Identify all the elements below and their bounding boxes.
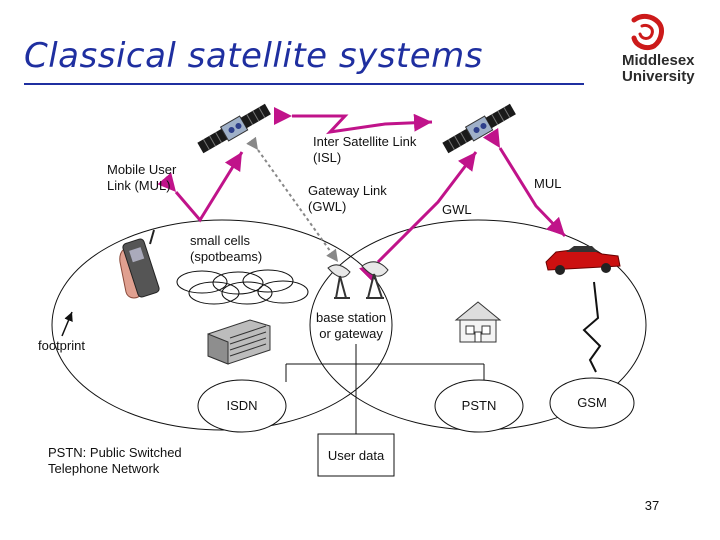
page-number: 37 [645,498,659,513]
isdn-label: ISDN [226,398,257,413]
mul-left-label: Mobile User Link (MUL) [107,162,177,193]
user-data-box [317,433,395,477]
pstn-label: PSTN [462,398,497,413]
isdn-oval [197,379,287,433]
office-building-icon [207,319,271,365]
car-icon [545,246,621,275]
title-underline [24,83,584,85]
small-cells-label: small cells (spotbeams) [190,233,263,264]
university-logo-text: Middlesex University [622,53,695,85]
gsm-oval [549,377,635,429]
isl-label: Inter Satellite Link (ISL) [313,134,417,165]
footprint-arrow [61,311,73,337]
university-logo-icon [631,13,664,51]
slide-title: Classical satellite systems [24,36,484,76]
logo-line-2: University [622,68,695,85]
gwl-dashed-link [246,136,339,263]
logo-line-1: Middlesex [622,52,695,69]
satellite-right-icon [442,103,516,154]
gwl-right-link [358,151,478,282]
satellite-left-icon [197,103,271,154]
house-icon [454,301,502,343]
gsm-label: GSM [577,395,607,410]
mul-right-link [482,127,567,238]
base-station-dishes-icon [327,261,389,299]
pstn-note-label: PSTN: Public Switched Telephone Network [48,445,182,476]
gwl-right-label: GWL [442,202,472,217]
gsm-wireless-link [582,281,602,373]
base-station-label: base station or gateway [316,310,387,341]
mul-right-label: MUL [534,176,562,191]
pstn-oval [434,379,524,433]
small-cells-circles [176,269,309,305]
isl-link [274,107,433,135]
footprint-label: footprint [38,338,85,353]
mul-left-link [157,151,244,223]
mobile-phone-icon [119,229,160,299]
footprint-left-ellipse [51,219,393,431]
user-data-label: User data [328,448,385,463]
gwl-center-label: Gateway Link (GWL) [308,183,387,214]
